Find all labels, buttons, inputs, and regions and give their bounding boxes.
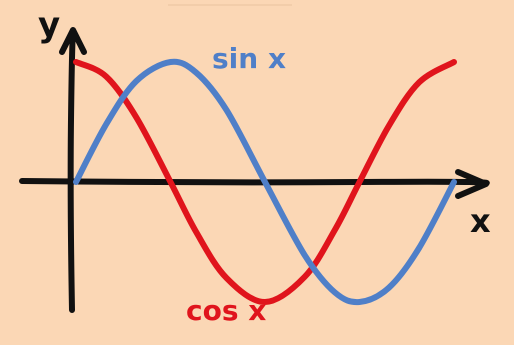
cos-series-label: cos x xyxy=(186,294,266,327)
y-axis-line xyxy=(67,31,76,313)
x-axis-line xyxy=(19,178,490,187)
series-layer xyxy=(73,58,457,306)
axes xyxy=(19,27,490,313)
y-axis-label: y xyxy=(38,5,60,45)
cos-series-line xyxy=(73,59,457,306)
y-axis-arrow xyxy=(59,27,87,55)
sin-series-line xyxy=(73,58,457,306)
x-axis-label: x xyxy=(470,202,491,240)
x-axis-arrow xyxy=(455,169,489,199)
sin-series-label: sin x xyxy=(212,42,286,75)
